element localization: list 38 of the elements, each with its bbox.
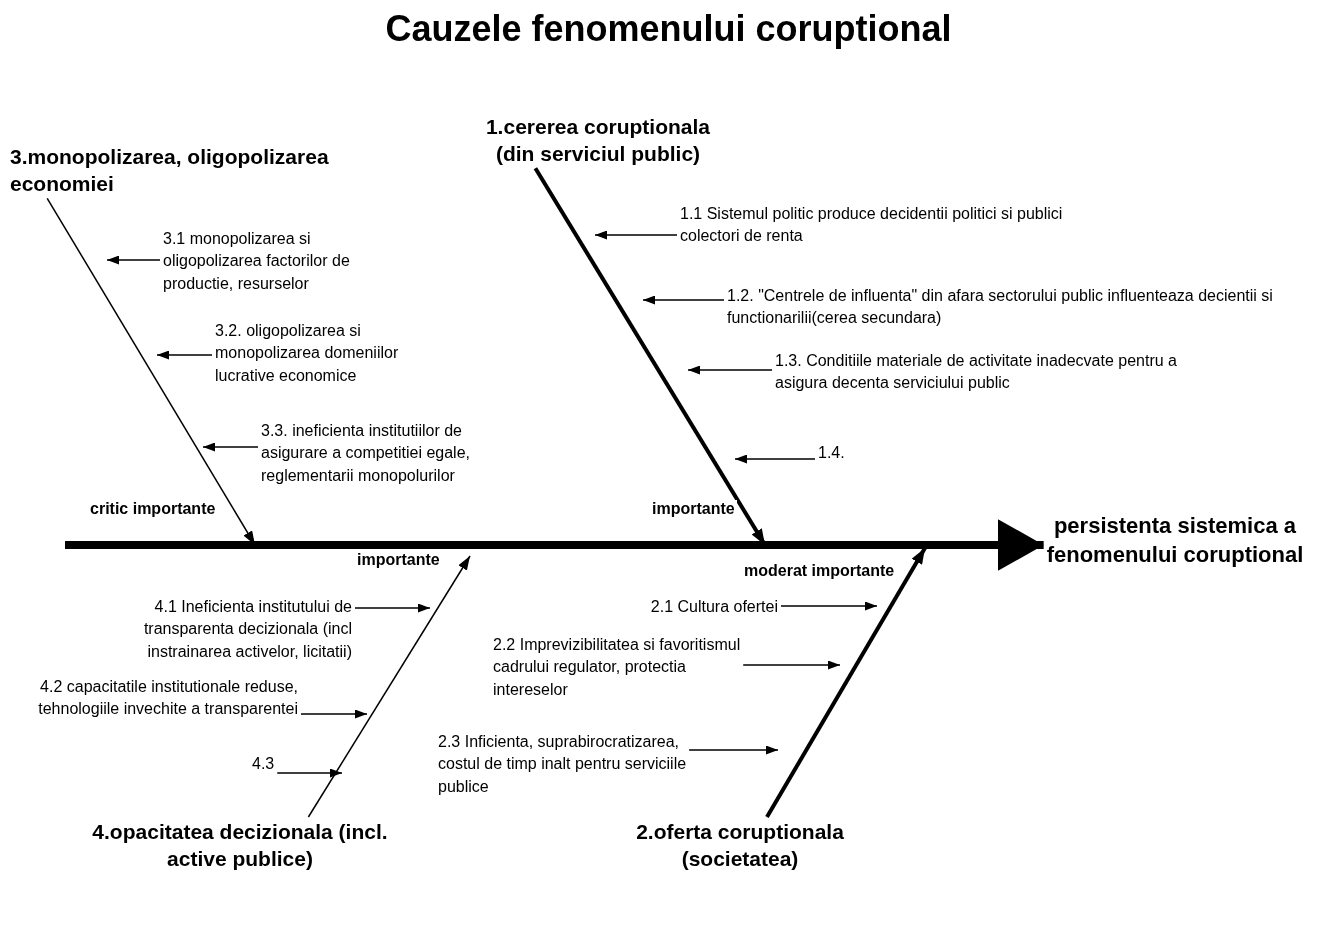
cause-text: 3.1 monopolizarea si oligopolizarea factorilor de productie, resurselor: [163, 228, 363, 296]
edge-label: critic importante: [88, 500, 218, 518]
cause-text: 2.2 Imprevizibilitatea si favoritismul cadrului regulator, protectia intereselor: [493, 634, 761, 702]
arrow: [734, 454, 816, 464]
edge-label: importante: [355, 551, 442, 569]
edge-label: moderat importante: [742, 562, 897, 580]
cause-text: 1.2. "Centrele de influenta" din afara sectorului public influenteaza decientii si functionarilii(cerea secundara): [727, 285, 1292, 330]
arrow: [354, 603, 431, 613]
arrow: [106, 255, 161, 265]
edge-label: importante: [650, 500, 737, 518]
cause-text: 1.1 Sistemul politic produce decidentii politici si publici colectori de renta: [680, 203, 1112, 248]
arrow: [276, 768, 343, 778]
cause-text: 2.3 Inficienta, suprabirocratizarea, costul de timp inalt pentru serviciile publice: [438, 731, 718, 799]
arrow: [642, 295, 725, 305]
cause-text: 3.3. ineficienta institutiilor de asigurare a competitiei egale, reglementarii monopolurilor: [261, 420, 526, 488]
category-label: 1.cererea coruptionala (din serviciul public): [473, 113, 723, 168]
cause-text: 4.1 Ineficienta institutului de transparenta decizionala (incl instrainarea activelor, licitatii): [84, 596, 352, 664]
cause-text: 3.2. oligopolizarea si monopolizarea domeniilor lucrative economice: [215, 320, 410, 388]
arrow: [688, 745, 779, 755]
arrow: [780, 601, 878, 611]
arrow: [687, 365, 773, 375]
arrow: [594, 230, 678, 240]
cause-text: 1.3. Conditiile materiale de activitate inadecvate pentru a asigura decenta serviciului public: [775, 350, 1210, 395]
cause-text: 2.1 Cultura ofertei: [650, 596, 778, 619]
category-label: 4.opacitatea decizionala (incl. active publice): [90, 818, 390, 873]
cause-text: 1.4.: [818, 442, 845, 465]
cause-text: 4.3: [252, 753, 275, 776]
bone-arrow: [765, 547, 927, 818]
arrow: [742, 660, 841, 670]
cause-text: 4.2 capacitatile institutionale reduse, tehnologiile invechite a transparentei: [36, 676, 298, 721]
arrow: [156, 350, 213, 360]
effect-label: persistenta sistemica a fenomenului coruptional: [1025, 512, 1325, 570]
category-label: 2.oferta coruptionala (societatea): [605, 818, 875, 873]
diagram-title: Cauzele fenomenului coruptional: [384, 8, 953, 50]
category-label: 3.monopolizarea, oligopolizarea economiei: [10, 143, 410, 198]
bone-arrow: [307, 555, 471, 818]
arrow: [300, 709, 368, 719]
arrow: [202, 442, 259, 452]
